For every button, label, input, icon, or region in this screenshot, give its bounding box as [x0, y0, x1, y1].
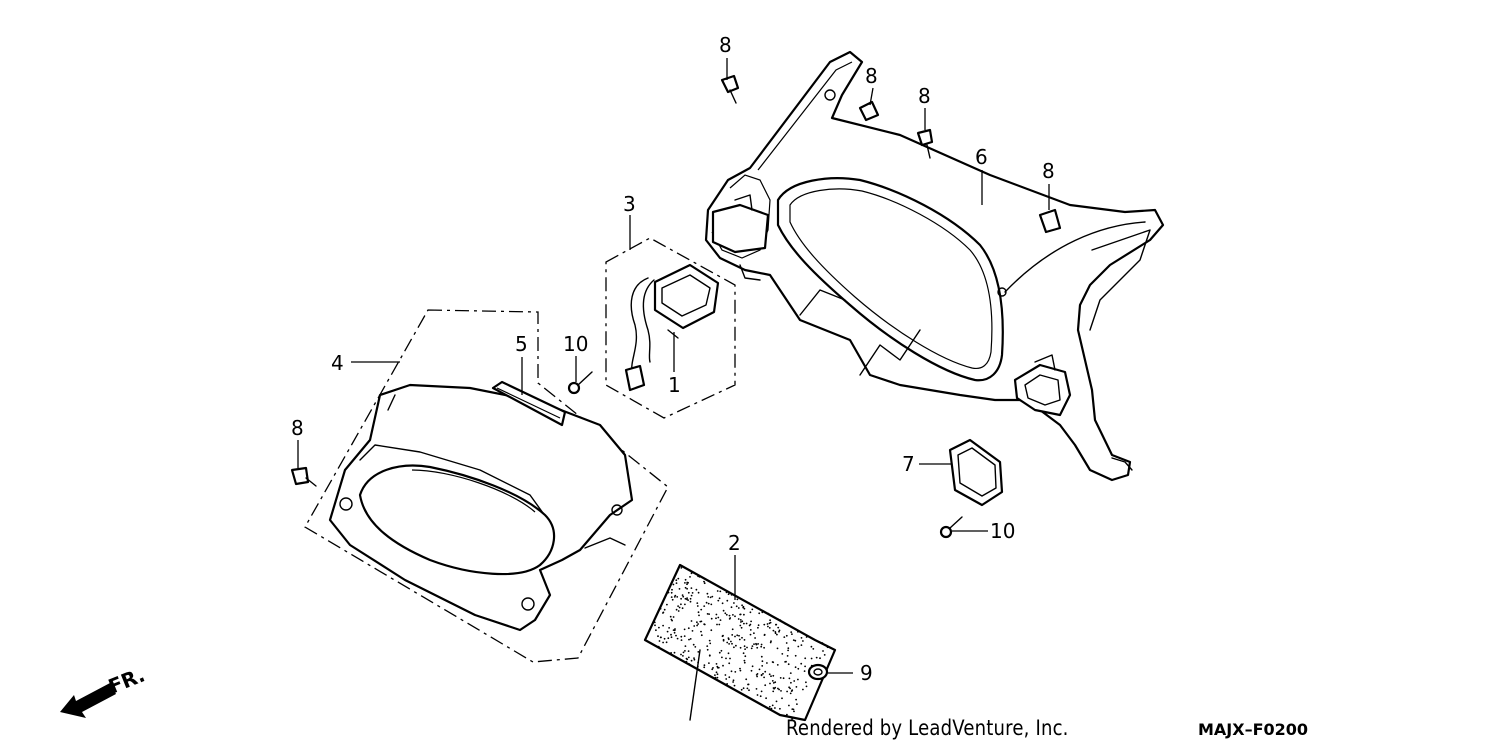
part-4-meter-cover: [304, 309, 669, 663]
callout-2: 2: [728, 531, 741, 555]
part-7-bracket: [948, 438, 1004, 507]
callout-5: 5: [515, 332, 528, 356]
callout-6: 6: [975, 145, 988, 169]
callout-10-lower: 10: [990, 519, 1015, 543]
callout-10-upper: 10: [563, 332, 588, 356]
leader-lines: [297, 58, 1050, 674]
callout-3: 3: [623, 192, 636, 216]
pad-texture: [653, 567, 829, 720]
part-6-inner-fairing: [704, 50, 1165, 482]
diagram-code: MAJX–F0200: [1198, 720, 1309, 739]
part-2-pad: [643, 563, 837, 722]
bolt-8-top: [720, 74, 740, 104]
callout-7: 7: [902, 452, 915, 476]
part-5-strip: [491, 380, 567, 427]
bolt-8-middle: [916, 128, 934, 159]
bolt-8-left: [290, 466, 317, 487]
screw-10-lower: [939, 516, 963, 539]
callout-8-upper: 8: [865, 64, 878, 88]
callout-1: 1: [668, 373, 681, 397]
part-3-wire-harness: [605, 237, 736, 419]
callout-4: 4: [331, 351, 344, 375]
callout-8-left: 8: [291, 416, 304, 440]
front-direction-label: FR.: [105, 663, 148, 699]
callout-9: 9: [860, 661, 873, 685]
front-direction-indicator: FR.: [60, 663, 148, 718]
callouts: 8 8 8 6 8 3 10 5 4 1 8 7 10 2 9: [291, 33, 1055, 685]
bolt-8-right: [1038, 208, 1062, 234]
callout-8-middle: 8: [918, 84, 931, 108]
bolt-8-upper: [858, 100, 880, 122]
nut-9: [807, 663, 829, 681]
front-arrow-icon: [60, 683, 116, 718]
fasteners: [290, 74, 1062, 681]
callout-8-right: 8: [1042, 159, 1055, 183]
screw-10-upper: [567, 371, 593, 395]
render-credit: Rendered by LeadVenture, Inc.: [786, 716, 1069, 740]
callout-8-top: 8: [719, 33, 732, 57]
